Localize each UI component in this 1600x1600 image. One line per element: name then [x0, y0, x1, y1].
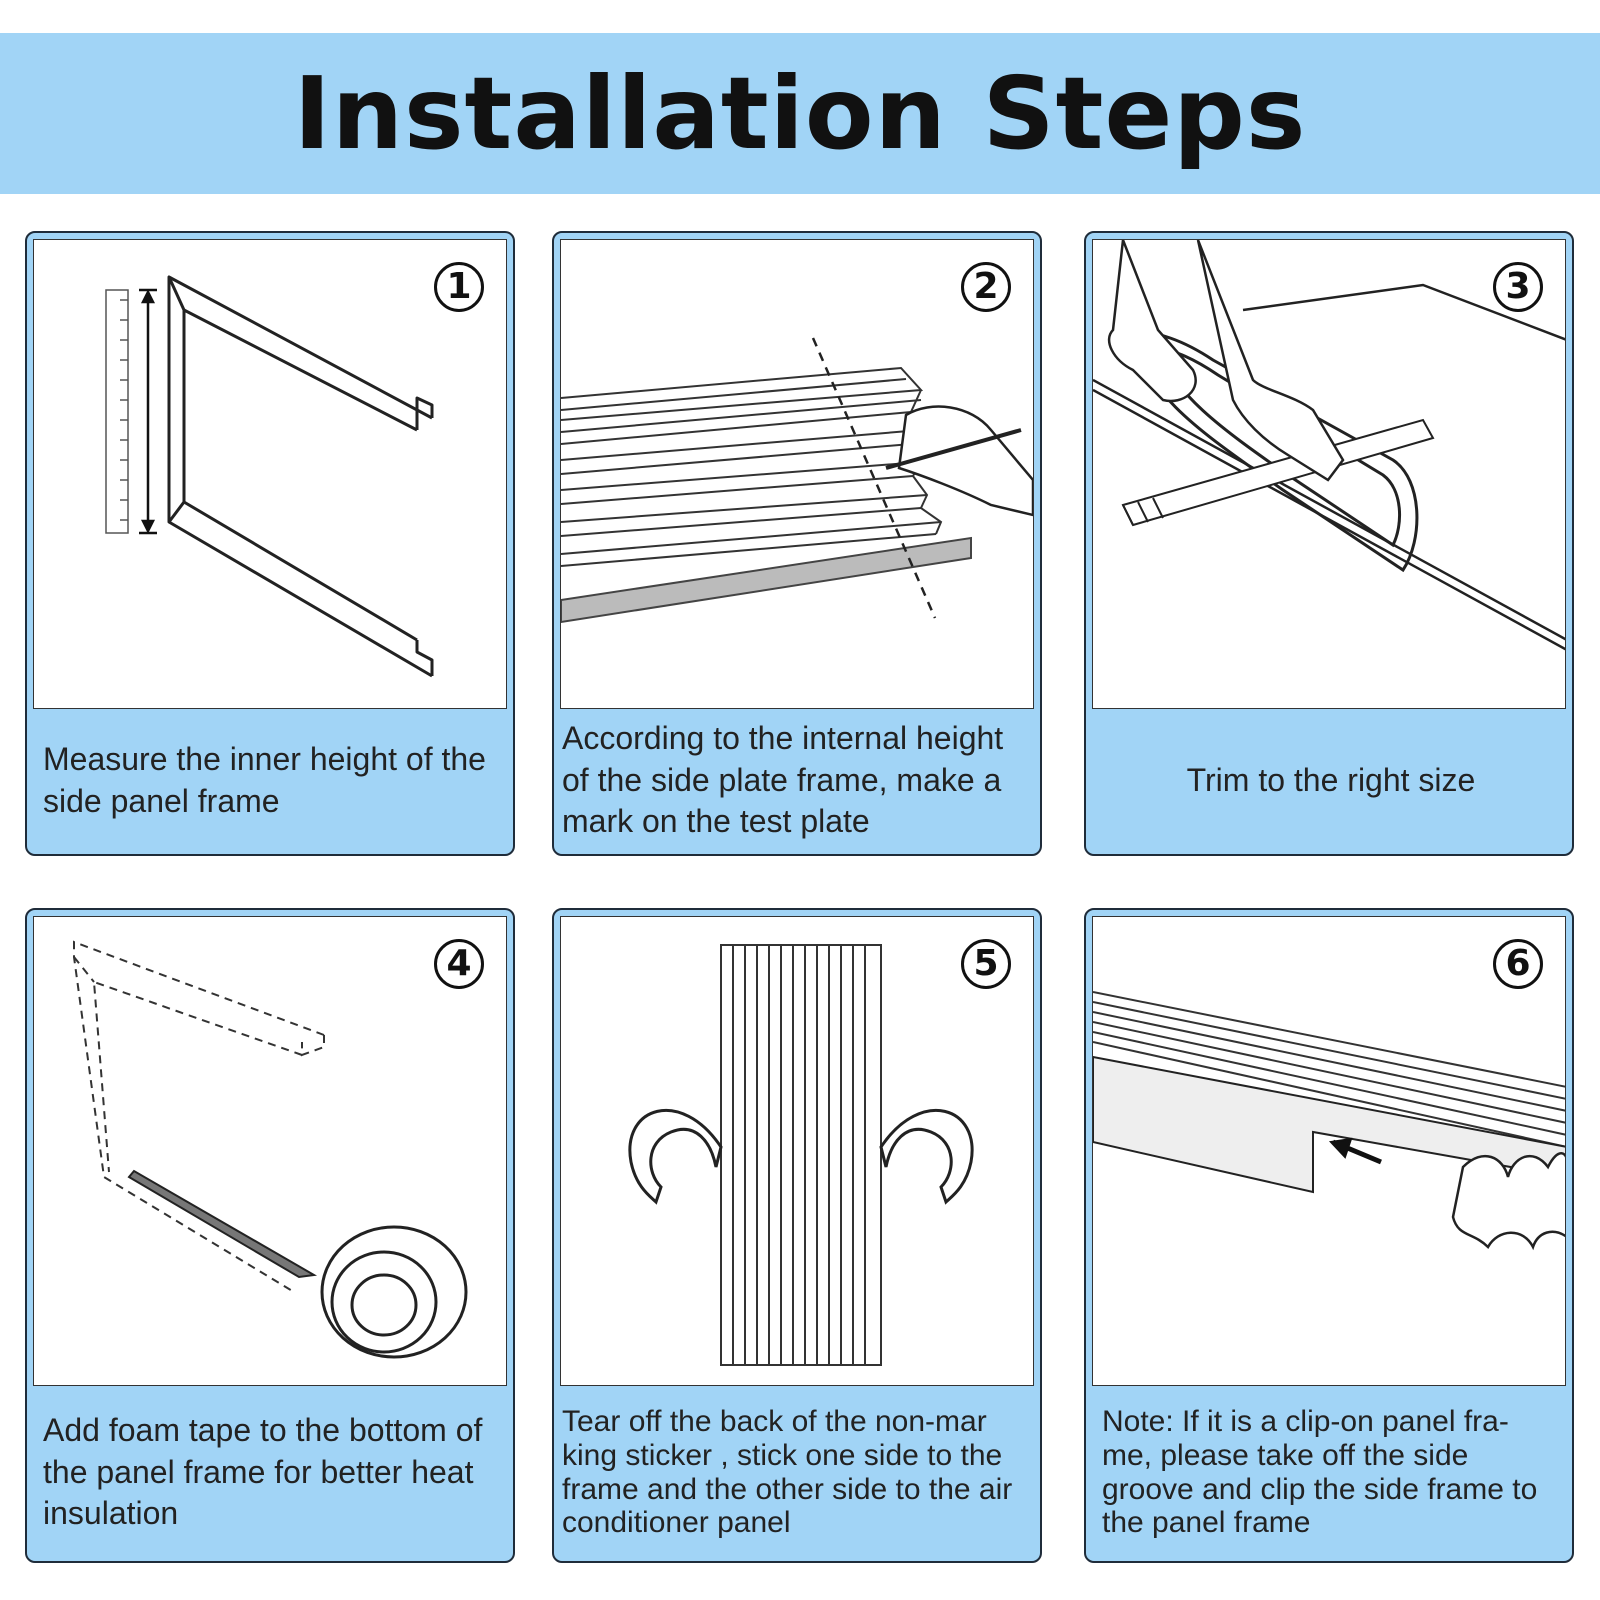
- tape-roll: [320, 1225, 468, 1359]
- side-frame-inner: [182, 308, 418, 642]
- panel-base-strip: [561, 536, 972, 624]
- step-number-badge: 2: [961, 262, 1011, 312]
- step-3-caption: Trim to the right size: [1186, 761, 1476, 798]
- step-number-badge: 3: [1493, 262, 1543, 312]
- step-1-caption: Measure the inner height of the side pan…: [43, 740, 486, 819]
- step-4-caption: Add foam tape to the bottom of the panel…: [43, 1412, 483, 1532]
- step-4-illustration: 4: [33, 916, 507, 1386]
- clip-frame-drawing: [1093, 991, 1565, 1251]
- accordion-panel: [561, 366, 943, 567]
- side-groove-frame: [1093, 1055, 1565, 1194]
- panel-marking-drawing: [561, 337, 1033, 624]
- hands: [1107, 240, 1345, 482]
- step-card-4: 4 Add foam tape to the bottom of the pan…: [25, 908, 515, 1563]
- ruler: [105, 289, 129, 534]
- step-6-caption: Note: If it is a clip-on panel fra- me, …: [1102, 1404, 1538, 1540]
- step-number-badge: 4: [434, 939, 484, 989]
- step-2-illustration: 2: [560, 239, 1034, 709]
- trim-panel-drawing: [1093, 240, 1565, 651]
- step-3-illustration: 3: [1092, 239, 1566, 709]
- vertical-panel: [720, 944, 882, 1366]
- page-title: Installation Steps: [293, 54, 1307, 172]
- side-frame-outer: [167, 275, 433, 678]
- step-card-5: 5 Tear off the back of the non-mar king …: [552, 908, 1042, 1563]
- sticker-strips: [628, 1108, 974, 1205]
- step-card-6: 6 Note: If it is a clip-on panel fra- me…: [1084, 908, 1574, 1563]
- height-arrow: [139, 288, 157, 535]
- accordion-panel: [1093, 991, 1565, 1148]
- folded-edge: [1451, 1152, 1565, 1251]
- step-card-3: 3 Trim to the right size: [1084, 231, 1574, 856]
- step-1-illustration: 1: [33, 239, 507, 709]
- step-card-2: 2 According to the internal height of th…: [552, 231, 1042, 856]
- sticker-drawing: [628, 944, 974, 1366]
- step-number-badge: 5: [961, 939, 1011, 989]
- dashed-frame: [73, 940, 325, 1293]
- frame-measure-drawing: [105, 275, 434, 678]
- hand-with-pen: [885, 405, 1033, 517]
- cut-mark-line: [811, 337, 937, 619]
- step-5-caption: Tear off the back of the non-mar king st…: [562, 1404, 1013, 1540]
- step-6-illustration: 6: [1092, 916, 1566, 1386]
- foam-tape-drawing: [73, 940, 468, 1359]
- title-banner: Installation Steps: [0, 33, 1600, 194]
- step-card-1: 1 Measure the inner height of the side p…: [25, 231, 515, 856]
- foam-tape-strip: [127, 1169, 318, 1279]
- step-number-badge: 6: [1493, 939, 1543, 989]
- step-5-illustration: 5: [560, 916, 1034, 1386]
- step-number-badge: 1: [434, 262, 484, 312]
- step-2-caption: According to the internal height of the …: [562, 720, 1004, 840]
